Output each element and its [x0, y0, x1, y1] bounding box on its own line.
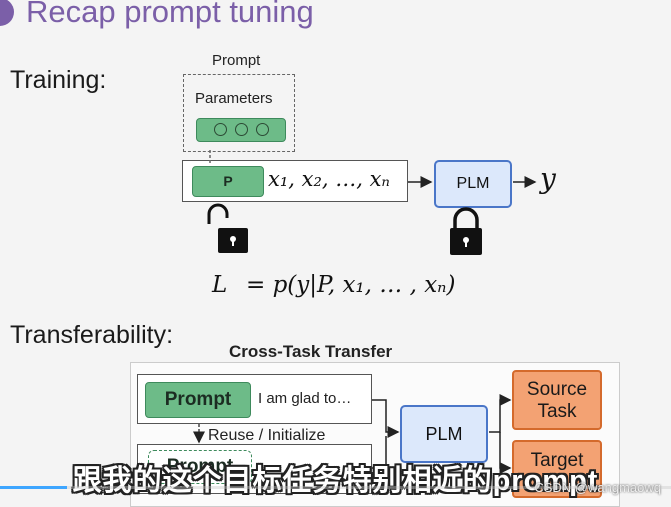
unlock-icon [207, 203, 248, 253]
prompt-p-box: P [192, 166, 264, 197]
transfer-heading: Transferability: [10, 321, 174, 349]
target-prompt-box: Prompt [148, 450, 252, 484]
source-input-text: I am glad to… [258, 390, 352, 407]
plm-to-source-arrow [489, 394, 512, 433]
parameters-vector [196, 118, 286, 142]
plm-to-target-arrow [499, 432, 512, 474]
source-to-plm-arrow [372, 399, 400, 438]
video-subtitle: 跟我的这个目标任务特别相近的prompt [72, 465, 599, 497]
lock-icon [450, 207, 482, 255]
output-y: y [540, 162, 556, 195]
input-tokens: x₁, x₂, …, xₙ [268, 167, 390, 191]
transfer-figure-title: Cross-Task Transfer [229, 342, 393, 361]
param-circle-icon [255, 123, 269, 136]
video-progress-track[interactable] [0, 486, 671, 489]
source-prompt-box: Prompt [145, 382, 251, 418]
slide-title: Recap prompt tuning [26, 0, 314, 29]
loss-rhs: = p(y|P, x₁, … , xₙ) [246, 272, 456, 298]
loss-lhs: L [212, 272, 228, 298]
prompt-dashed-box [183, 74, 295, 152]
target-input-box [137, 444, 372, 494]
source-task-box: Source Task [512, 370, 602, 430]
training-heading: Training: [10, 66, 107, 94]
prompt-heading: Prompt [212, 52, 261, 69]
param-circle-icon [234, 123, 248, 136]
target-to-plm-line [372, 436, 387, 469]
plm-box: PLM [434, 160, 512, 208]
parameters-label: Parameters [195, 90, 273, 107]
reuse-label: Reuse / Initialize [208, 427, 326, 444]
target-task-box: Target [512, 440, 602, 498]
watermark: CSDN @wangmaowq [534, 480, 661, 495]
param-circle-icon [213, 123, 227, 136]
slide-logo [0, 0, 14, 26]
transfer-plm-box: PLM [400, 405, 488, 463]
video-progress-fill[interactable] [0, 486, 67, 489]
